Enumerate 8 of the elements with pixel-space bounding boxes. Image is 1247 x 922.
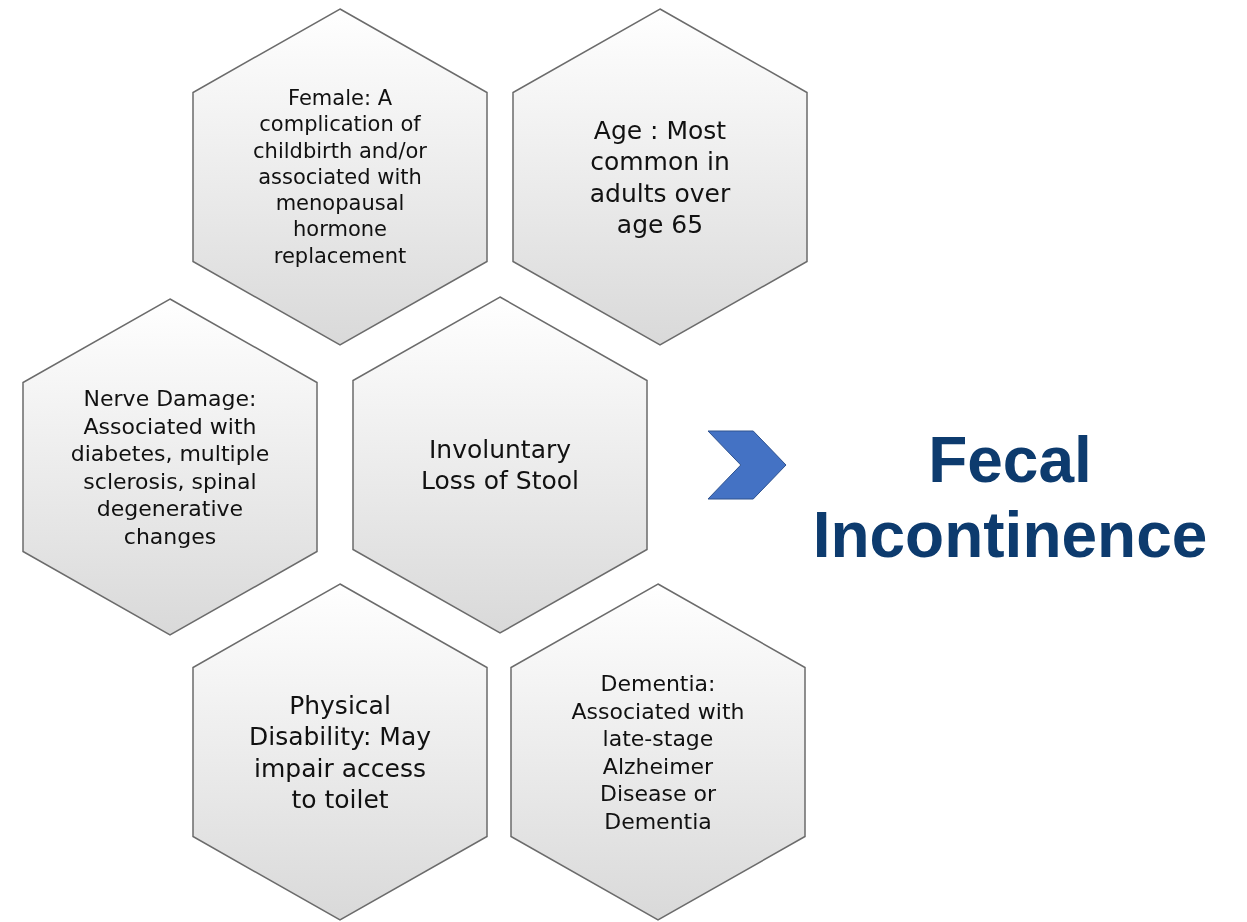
title-text: Fecal Incontinence	[790, 410, 1230, 585]
hexagon-text: Nerve Damage: Associated with diabetes, multiple sclerosis, spinal degenerative changes	[70, 384, 270, 550]
hexagon-text: Dementia: Associated with late-stage Alzheimer Disease or Dementia	[570, 669, 746, 835]
hexagon-text: Female: A complication of childbirth and/or associated with menopausal hormone replacement	[252, 85, 428, 269]
hexagon-text: Physical Disability: May impair access to toilet	[247, 689, 433, 815]
hexagon-text: Age : Most common in adults over age 65	[588, 114, 732, 240]
hexagon-text: Involuntary Loss of Stool	[419, 433, 580, 497]
chevron-arrow	[707, 430, 787, 500]
